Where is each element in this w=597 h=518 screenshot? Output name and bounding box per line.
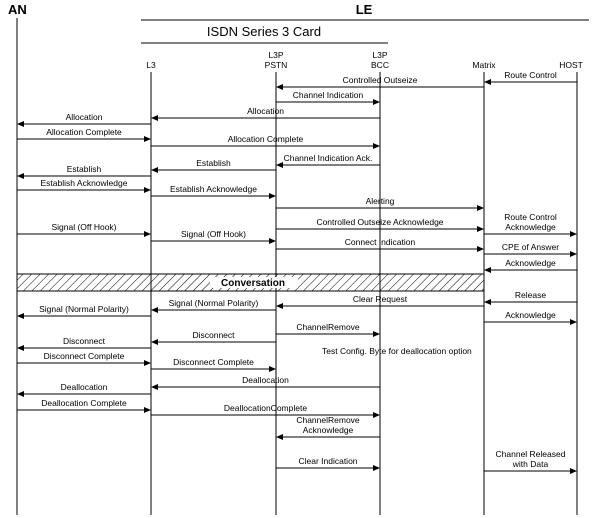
message-label: Allocation bbox=[247, 106, 284, 116]
message-label: Establish Acknowledge bbox=[41, 178, 128, 188]
message-arrowhead bbox=[151, 167, 158, 173]
conversation-label-bg bbox=[210, 277, 298, 288]
message-label: Establish Acknowledge bbox=[170, 184, 257, 194]
message-arrowhead bbox=[144, 231, 151, 237]
message-label: Establish bbox=[196, 158, 231, 168]
message-label: Disconnect Complete bbox=[44, 351, 125, 361]
lifeline-label-host: HOST bbox=[559, 60, 583, 70]
message-label: Allocation Complete bbox=[46, 127, 122, 137]
message-label: Clear Indication bbox=[298, 456, 357, 466]
message-label: Disconnect bbox=[63, 336, 106, 346]
message-arrowhead bbox=[276, 162, 283, 168]
lifeline-label-l3: L3 bbox=[146, 60, 156, 70]
message-label: Clear Request bbox=[353, 294, 408, 304]
message-label: Acknowledge bbox=[505, 222, 556, 232]
conversation-label: Conversation bbox=[221, 278, 285, 289]
message-arrowhead bbox=[570, 251, 577, 257]
lifeline-label-bcc: L3P bbox=[372, 50, 387, 60]
message-label: Acknowledge bbox=[303, 425, 354, 435]
message-arrowhead bbox=[373, 331, 380, 337]
message-label: Acknowledge bbox=[505, 310, 556, 320]
message-arrowhead bbox=[373, 143, 380, 149]
message-arrowhead bbox=[570, 319, 577, 325]
message-arrowhead bbox=[17, 313, 24, 319]
message-arrowhead bbox=[276, 84, 283, 90]
message-label: Controlled Outseize bbox=[343, 75, 418, 85]
message-arrowhead bbox=[373, 465, 380, 471]
message-arrowhead bbox=[570, 468, 577, 474]
message-label: Connect Indication bbox=[345, 237, 416, 247]
message-arrowhead bbox=[276, 434, 283, 440]
message-arrowhead bbox=[144, 136, 151, 142]
message-arrowhead bbox=[269, 238, 276, 244]
message-label: with Data bbox=[512, 459, 549, 469]
message-label: Establish bbox=[67, 164, 102, 174]
message-label: Route Control bbox=[504, 70, 557, 80]
lifeline-label-pstn: L3P bbox=[268, 50, 283, 60]
message-arrowhead bbox=[477, 205, 484, 211]
message-label: Allocation Complete bbox=[228, 134, 304, 144]
message-arrowhead bbox=[144, 407, 151, 413]
message-label: Deallocation Complete bbox=[41, 398, 127, 408]
message-arrowhead bbox=[17, 173, 24, 179]
message-label: Channel Released bbox=[496, 449, 566, 459]
message-arrowhead bbox=[144, 187, 151, 193]
message-arrowhead bbox=[484, 299, 491, 305]
message-arrowhead bbox=[17, 391, 24, 397]
message-arrowhead bbox=[151, 384, 158, 390]
message-arrowhead bbox=[151, 115, 158, 121]
message-arrowhead bbox=[151, 307, 158, 313]
message-label: ChannelRemove bbox=[296, 322, 360, 332]
lifeline-label-pstn: PSTN bbox=[265, 60, 288, 70]
lifeline-label-bcc: BCC bbox=[371, 60, 389, 70]
message-arrowhead bbox=[477, 246, 484, 252]
message-arrowhead bbox=[570, 231, 577, 237]
lifeline-label-matrix: Matrix bbox=[472, 60, 496, 70]
message-arrowhead bbox=[151, 339, 158, 345]
message-arrowhead bbox=[17, 121, 24, 127]
message-label: Signal (Normal Polarity) bbox=[39, 304, 129, 314]
message-label: Acknowledge bbox=[505, 258, 556, 268]
message-label: ChannelRemove bbox=[296, 415, 360, 425]
message-label: DeallocationComplete bbox=[224, 403, 307, 413]
message-label: Allocation bbox=[66, 112, 103, 122]
message-label: Deallocation bbox=[242, 375, 289, 385]
an-title: AN bbox=[8, 2, 27, 17]
card-title: ISDN Series 3 Card bbox=[207, 24, 321, 39]
message-arrowhead bbox=[484, 79, 491, 85]
message-label: Release bbox=[515, 290, 546, 300]
message-arrowhead bbox=[484, 267, 491, 273]
message-arrowhead bbox=[373, 412, 380, 418]
message-arrowhead bbox=[269, 193, 276, 199]
message-arrowhead bbox=[477, 226, 484, 232]
message-arrowhead bbox=[17, 345, 24, 351]
message-label: Alerting bbox=[366, 196, 395, 206]
dealloc-note: Test Config. Byte for deallocation optio… bbox=[322, 346, 472, 356]
message-label: Channel Indication Ack. bbox=[284, 153, 373, 163]
message-label: Signal (Normal Polarity) bbox=[169, 298, 259, 308]
message-label: Disconnect Complete bbox=[173, 357, 254, 367]
message-label: Disconnect bbox=[192, 330, 235, 340]
message-label: Signal (Off Hook) bbox=[51, 222, 116, 232]
message-arrowhead bbox=[144, 360, 151, 366]
message-label: Signal (Off Hook) bbox=[181, 229, 246, 239]
message-arrowhead bbox=[373, 99, 380, 105]
message-label: Channel Indication bbox=[293, 90, 364, 100]
message-label: Deallocation bbox=[61, 382, 108, 392]
message-arrowhead bbox=[269, 366, 276, 372]
le-title: LE bbox=[356, 2, 373, 17]
message-label: CPE of Answer bbox=[502, 242, 559, 252]
message-label: Route Control bbox=[504, 212, 557, 222]
message-arrowhead bbox=[276, 303, 283, 309]
message-label: Controlled Outseize Acknowledge bbox=[316, 217, 443, 227]
